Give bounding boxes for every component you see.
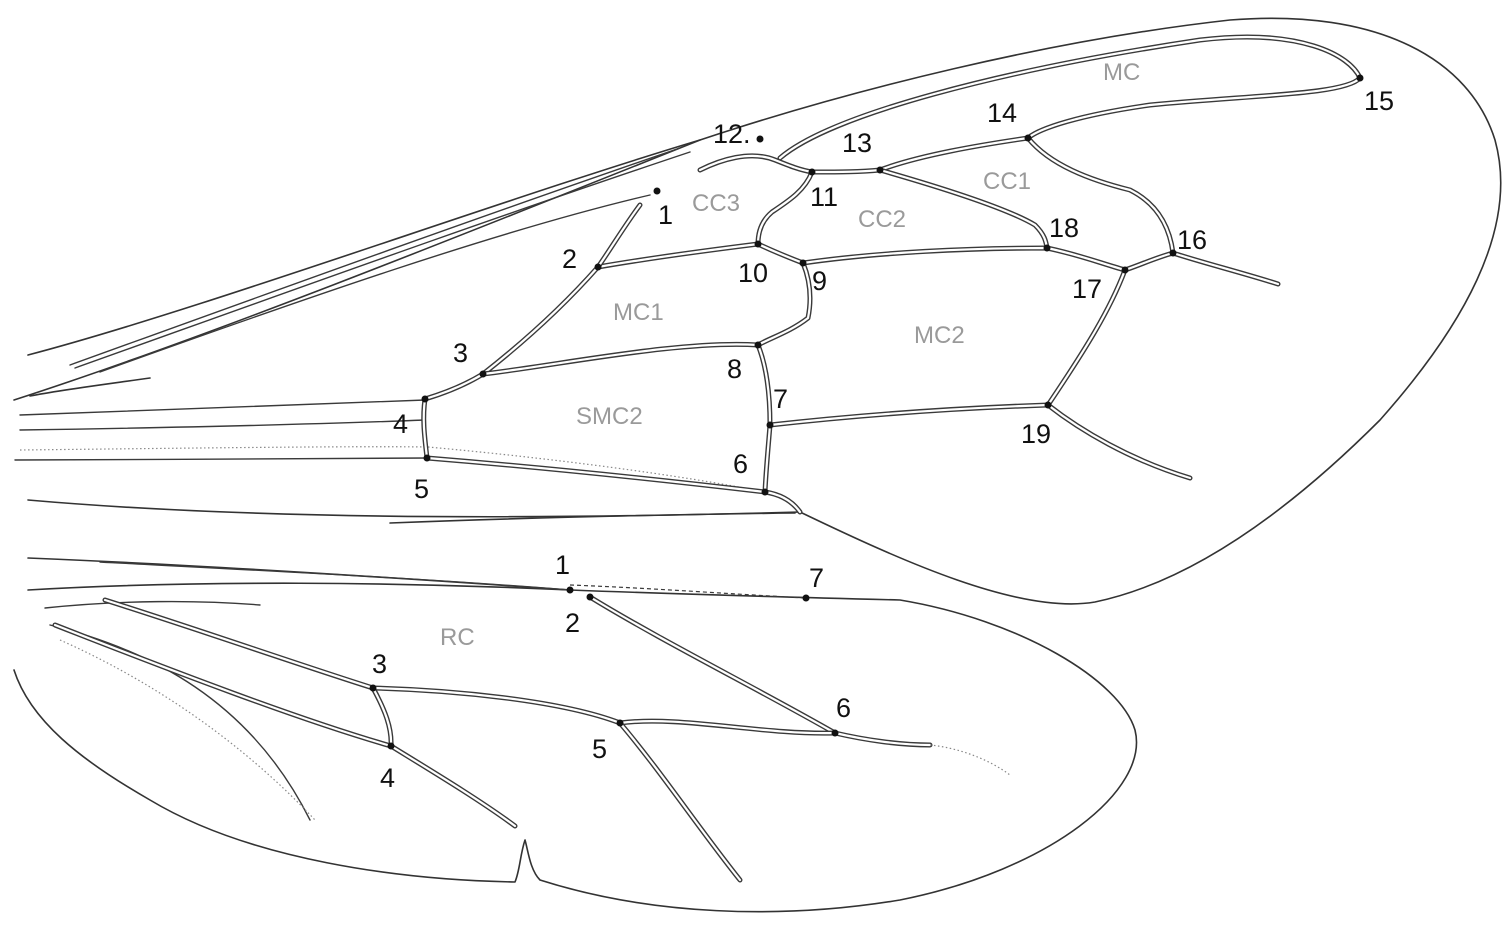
landmark-dots — [369, 74, 1364, 750]
forewing-landmark-12-dot — [756, 135, 764, 143]
forewing-landmark-3-dot — [479, 370, 487, 378]
forewing-costal-vein-b — [74, 151, 691, 369]
forewing-landmark-17-dot — [1121, 266, 1129, 274]
hindwing-landmark-4-dot — [387, 742, 395, 750]
forewing-landmark-5-label: 5 — [414, 474, 429, 504]
forewing-landmark-1-label: 1 — [658, 200, 673, 230]
forewing-landmark-13-label: 13 — [842, 128, 872, 158]
forewing-landmark-7-dot — [766, 421, 774, 429]
forewing-landmark-15-label: 15 — [1364, 86, 1394, 116]
hindwing-landmark-2-dot — [586, 593, 594, 601]
forewing-subcostal-vein — [99, 194, 651, 373]
cell-label-cc1: CC1 — [983, 168, 1031, 195]
forewing-outline — [27, 17, 1502, 605]
hindwing-landmark-5-label: 5 — [592, 734, 607, 764]
hindwing-landmark-6-label: 6 — [836, 693, 851, 723]
forewing-landmark-14-label: 14 — [987, 98, 1017, 128]
forewing-basal-vein-3 — [14, 457, 429, 461]
hindwing-costal-vein — [99, 561, 571, 591]
forewing-landmark-8-dot — [754, 341, 762, 349]
forewing-landmark-16-label: 16 — [1177, 225, 1207, 255]
forewing-landmark-5-dot — [423, 454, 431, 462]
forewing-landmark-4-dot — [421, 395, 429, 403]
forewing-landmark-2-label: 2 — [562, 244, 577, 274]
forewing-landmark-17-label: 17 — [1072, 274, 1102, 304]
forewing-lower-edge-2 — [389, 512, 796, 524]
hindwing-landmark-1-dot — [566, 586, 574, 594]
forewing-landmark-4-label: 4 — [393, 409, 408, 439]
forewing-landmark-12-label: 12. — [713, 119, 751, 149]
hindwing-anal-dotted — [59, 639, 316, 821]
hindwing-landmark-3-label: 3 — [372, 649, 387, 679]
hindwing-landmark-4-label: 4 — [380, 763, 395, 793]
forewing-landmark-labels: 1 2 3 4 5 6 7 8 9 10 11 12. 13 14 15 16 … — [393, 86, 1394, 504]
forewing-costal-edge — [13, 139, 701, 401]
hindwing-anal-vein-1 — [44, 600, 261, 609]
forewing-landmark-10-dot — [754, 240, 762, 248]
forewing-costal-vein-a — [69, 147, 681, 366]
cell-label-mc2: MC2 — [914, 322, 965, 349]
forewing-cell-labels: MC CC1 CC2 CC3 MC1 MC2 SMC2 — [576, 59, 1140, 430]
hindwing-landmark-7-label: 7 — [809, 563, 824, 593]
cell-label-mc: MC — [1103, 59, 1140, 86]
marginal-cell-veins — [777, 34, 1363, 161]
forewing-landmark-15-dot — [1356, 74, 1364, 82]
hindwing-landmark-labels: 1 2 3 4 5 6 7 — [372, 550, 851, 793]
hindwing-cell-labels: RC — [440, 624, 475, 651]
forewing-landmark-13-dot — [876, 166, 884, 174]
hindwing-landmark-7-dot — [802, 594, 810, 602]
forewing-landmark-11-dot — [808, 168, 816, 176]
forewing-basal-vein-1 — [19, 399, 426, 416]
forewing-landmark-10-label: 10 — [738, 258, 768, 288]
forewing-basal-dotted — [19, 446, 766, 493]
forewing-landmark-8-label: 8 — [727, 354, 742, 384]
forewing — [13, 17, 1502, 605]
cell-label-cc2: CC2 — [858, 206, 906, 233]
forewing-landmark-14-dot — [1024, 134, 1032, 142]
forewing-landmark-16-dot — [1169, 249, 1177, 257]
forewing-landmark-9-dot — [799, 259, 807, 267]
hindwing-costal-edge — [27, 582, 571, 591]
hindwing-landmark-1-label: 1 — [555, 550, 570, 580]
hindwing-outline — [13, 557, 1138, 913]
forewing-landmark-18-dot — [1043, 244, 1051, 252]
forewing-basal-vein-2 — [19, 419, 426, 431]
hindwing-hamuli — [569, 584, 807, 599]
forewing-landmark-6-dot — [761, 488, 769, 496]
forewing-landmark-6-label: 6 — [733, 449, 748, 479]
forewing-landmark-7-label: 7 — [773, 384, 788, 414]
forewing-landmark-19-dot — [1044, 401, 1052, 409]
hindwing — [13, 557, 1138, 913]
forewing-landmark-19-label: 19 — [1021, 419, 1051, 449]
hindwing-landmark-2-label: 2 — [565, 608, 580, 638]
forewing-landmark-11-label: 11 — [810, 182, 838, 212]
cell-label-rc: RC — [440, 624, 475, 651]
forewing-base-edge — [29, 377, 151, 397]
hindwing-landmark-6-dot — [831, 729, 839, 737]
cell-label-smc2: SMC2 — [576, 403, 643, 430]
forewing-landmark-1-dot — [653, 187, 661, 195]
cell-label-cc3: CC3 — [692, 190, 740, 217]
forewing-landmark-9-label: 9 — [812, 266, 827, 296]
forewing-landmark-18-label: 18 — [1049, 213, 1079, 243]
cell-label-mc1: MC1 — [613, 299, 664, 326]
hindwing-landmark-5-dot — [616, 719, 624, 727]
forewing-landmark-3-label: 3 — [453, 338, 468, 368]
hindwing-landmark-3-dot — [369, 684, 377, 692]
forewing-landmark-2-dot — [594, 263, 602, 271]
